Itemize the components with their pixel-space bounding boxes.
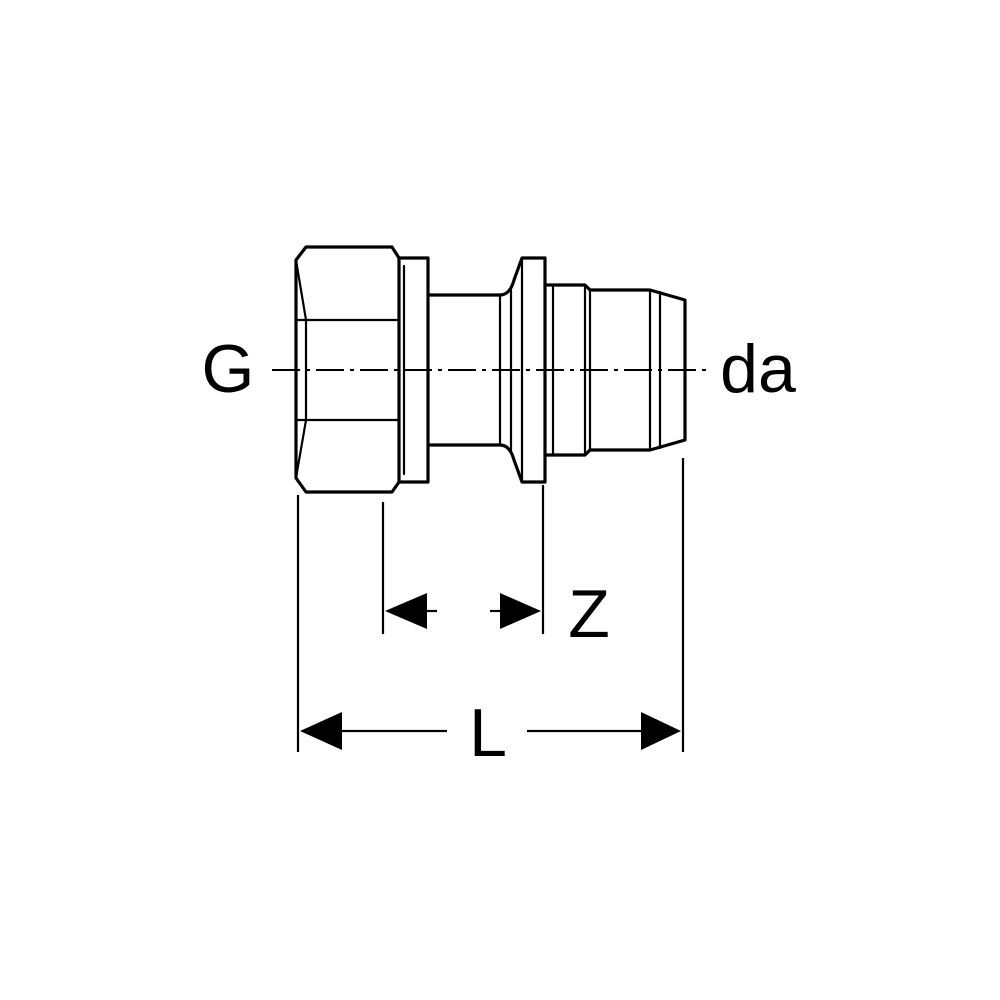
arrow-z-left	[385, 593, 427, 629]
arrow-l-left	[300, 712, 342, 750]
arrow-l-right	[641, 712, 681, 750]
label-g: G	[202, 331, 255, 407]
label-da: da	[720, 331, 796, 407]
press-end	[543, 283, 687, 457]
dimension-l	[300, 712, 681, 750]
label-l: L	[469, 695, 507, 771]
dimension-z	[385, 593, 541, 629]
arrow-z-right	[500, 593, 541, 629]
label-z: Z	[568, 576, 610, 652]
extension-lines	[296, 458, 685, 752]
fitting-body	[426, 256, 547, 484]
union-nut	[294, 245, 430, 494]
